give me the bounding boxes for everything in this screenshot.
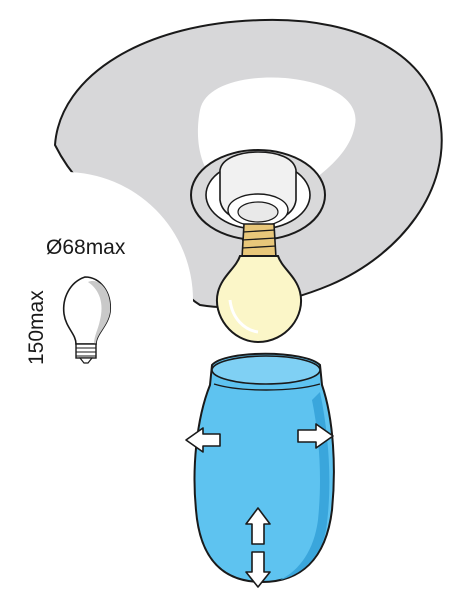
lamp-socket-icon (190, 149, 326, 241)
bulb-length-label: 150max (25, 290, 48, 365)
bulb-diameter-label: Ø68max (46, 236, 126, 259)
bulb-spec-icon (62, 276, 111, 364)
light-bulb-icon (215, 223, 303, 344)
arrow-icon (185, 423, 334, 588)
glass-globe-icon (193, 352, 335, 584)
